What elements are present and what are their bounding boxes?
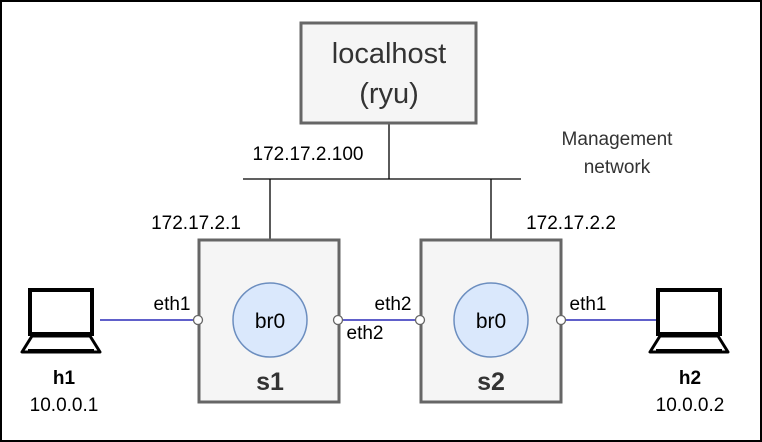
switch-s1-name: s1	[256, 368, 284, 396]
switch-s2: br0 s2	[414, 238, 567, 404]
host-h2-name: h2	[679, 368, 701, 389]
switch-s2-name: s2	[477, 368, 505, 396]
s1-eth2-label: eth2	[347, 323, 384, 344]
switch-s2-mgmt-ip: 172.17.2.2	[526, 213, 616, 234]
controller-node: localhost (ryu)	[299, 21, 478, 125]
host-h1: h1 10.0.0.1	[20, 288, 102, 416]
s1-eth1-port	[192, 314, 204, 326]
controller-subtitle: (ryu)	[359, 78, 419, 110]
s2-eth2-port	[414, 314, 426, 326]
management-network	[243, 124, 521, 239]
host-h1-name: h1	[53, 368, 76, 389]
management-network-label-2: network	[584, 157, 651, 178]
switch-s1-bridge-label: br0	[255, 310, 285, 333]
s1-eth2-port	[332, 314, 344, 326]
switch-s1-bridge	[232, 282, 308, 358]
host-h1-ip: 10.0.0.1	[30, 395, 99, 416]
controller-box	[299, 21, 478, 125]
host-h2: h2 10.0.0.2	[648, 288, 730, 416]
computer-icon	[20, 288, 102, 354]
switch-s1: br0 s1	[192, 238, 344, 404]
s2-eth2-label: eth2	[375, 294, 412, 315]
s2-eth1-label: eth1	[570, 294, 607, 315]
controller-ip: 172.17.2.100	[253, 144, 364, 165]
switch-s1-mgmt-ip: 172.17.2.1	[151, 213, 241, 234]
management-network-label-1: Management	[562, 129, 674, 150]
s2-eth1-port	[555, 314, 567, 326]
host-h2-ip: 10.0.0.2	[656, 395, 725, 416]
computer-icon	[648, 288, 730, 354]
switch-s2-bridge	[453, 282, 529, 358]
switch-s2-bridge-label: br0	[476, 310, 506, 333]
controller-name: localhost	[332, 38, 446, 70]
s1-eth1-label: eth1	[154, 294, 191, 315]
